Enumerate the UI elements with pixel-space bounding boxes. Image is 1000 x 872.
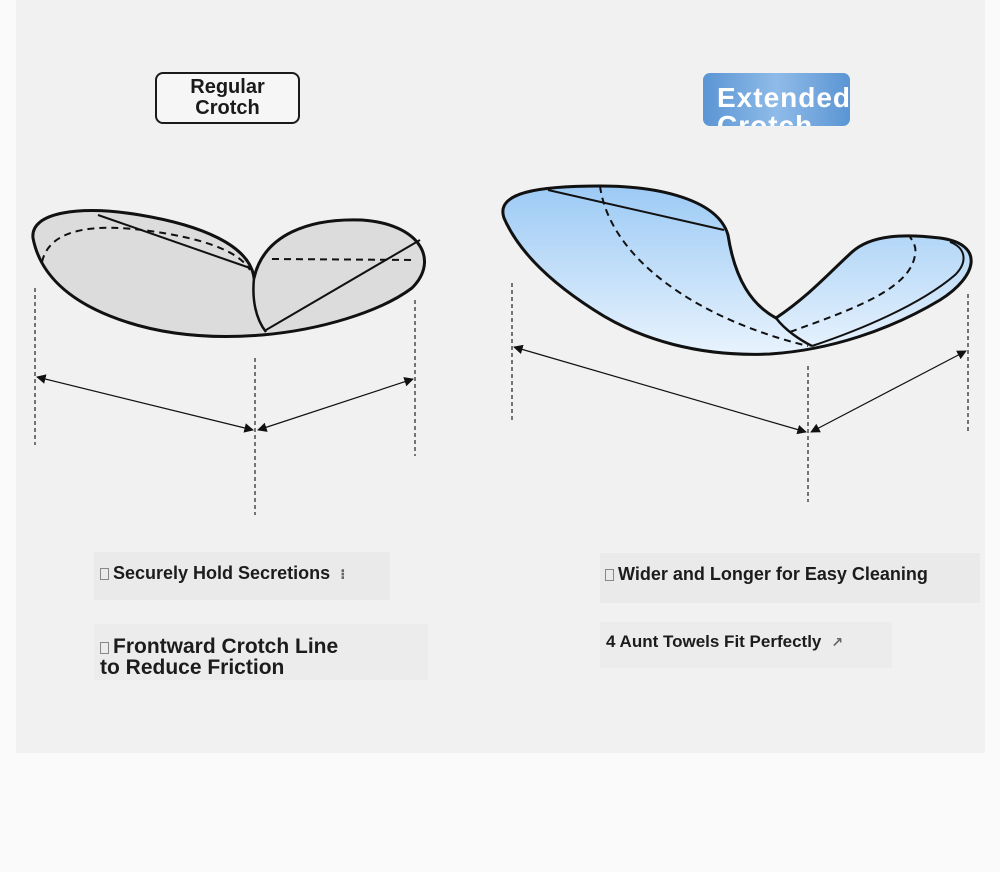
checkbox-icon <box>100 568 109 580</box>
feature-wider-longer-text: Wider and Longer for Easy Cleaning <box>618 564 928 584</box>
feature-frontward-line: Frontward Crotch Line to Reduce Friction <box>94 624 428 680</box>
regular-crotch-shape <box>31 209 426 338</box>
crotch-comparison-diagram <box>31 184 973 515</box>
regular-crotch-badge: Regular Crotch <box>155 72 300 124</box>
checkbox-icon <box>605 569 614 581</box>
regular-dimension-lines <box>34 288 416 515</box>
feature-towels-fit: 4 Aunt Towels Fit Perfectly ↗ <box>600 622 892 668</box>
feature-wider-longer: Wider and Longer for Easy Cleaning <box>600 553 980 603</box>
feature-secure-hold-text: Securely Hold Secretions <box>113 563 331 583</box>
mark-icon: ⁝ <box>340 566 346 582</box>
extended-crotch-label: Extended Crotch <box>717 82 850 127</box>
feature-frontward-line-text: Frontward Crotch Line to Reduce Friction <box>100 635 339 679</box>
arrow-icon: ↗ <box>831 634 844 650</box>
extended-dimension-lines <box>511 283 969 502</box>
checkbox-icon <box>100 642 109 654</box>
extended-crotch-badge: Extended Crotch <box>703 73 850 126</box>
feature-towels-fit-text: 4 Aunt Towels Fit Perfectly <box>606 632 822 651</box>
extended-crotch-shape <box>501 184 973 356</box>
feature-secure-hold: Securely Hold Secretions ⁝ <box>94 552 390 600</box>
